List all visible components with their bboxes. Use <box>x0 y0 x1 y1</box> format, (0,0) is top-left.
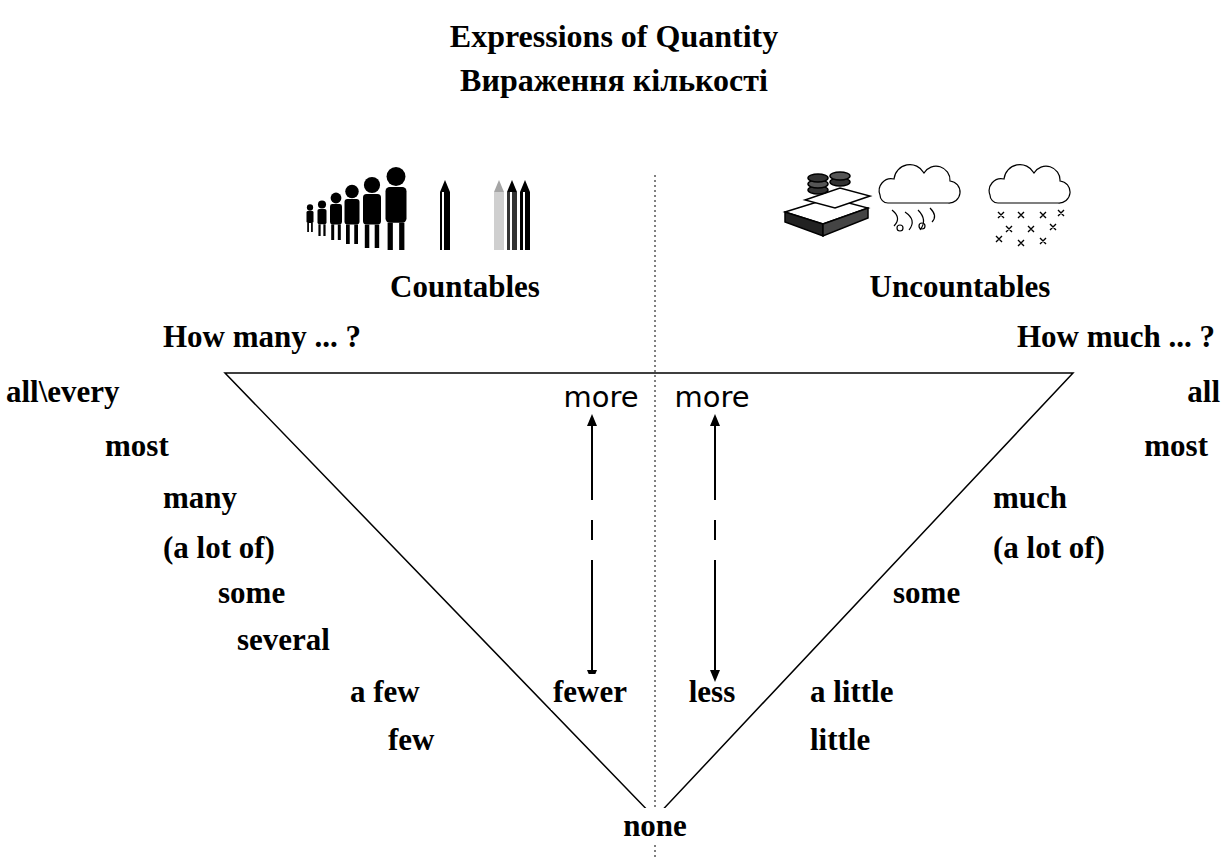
quantifier: some <box>893 575 960 611</box>
quantifier: many <box>163 480 237 516</box>
column-heading: Countables <box>390 269 540 305</box>
quantifier: a few <box>350 674 420 710</box>
subtitle: Вираження кількості <box>460 62 768 99</box>
quantifier: all <box>1187 374 1220 410</box>
question: How many ... ? <box>163 319 361 355</box>
comparative: more <box>674 381 749 414</box>
quantifier: none <box>621 808 689 844</box>
quantifier: some <box>218 575 285 611</box>
pencil-icon <box>440 180 530 250</box>
quantifier: little <box>810 722 870 758</box>
quantifier: a little <box>810 674 894 710</box>
question: How much ... ? <box>1017 319 1215 355</box>
comparative: fewer <box>551 674 629 710</box>
comparative: less <box>689 674 736 710</box>
divider-line <box>655 175 656 859</box>
quantifier: (a lot of) <box>163 530 275 566</box>
quantifier: several <box>237 622 330 658</box>
wind-cloud-icon <box>879 165 960 231</box>
money-icon <box>785 172 870 236</box>
quantifier: much <box>993 480 1067 516</box>
quantifier: most <box>1144 428 1208 464</box>
double-arrow <box>591 420 593 676</box>
quantifier: (a lot of) <box>993 530 1105 566</box>
snow-cloud-icon <box>989 165 1070 246</box>
quantifier: few <box>388 722 434 758</box>
triangle <box>225 373 1073 818</box>
quantifier: most <box>105 428 169 464</box>
column-heading: Uncountables <box>870 269 1051 305</box>
comparative: more <box>563 381 638 414</box>
quantifier: all\every <box>6 374 120 410</box>
double-arrow <box>714 420 716 676</box>
people-icon <box>307 167 407 250</box>
title: Expressions of Quantity <box>450 18 778 55</box>
